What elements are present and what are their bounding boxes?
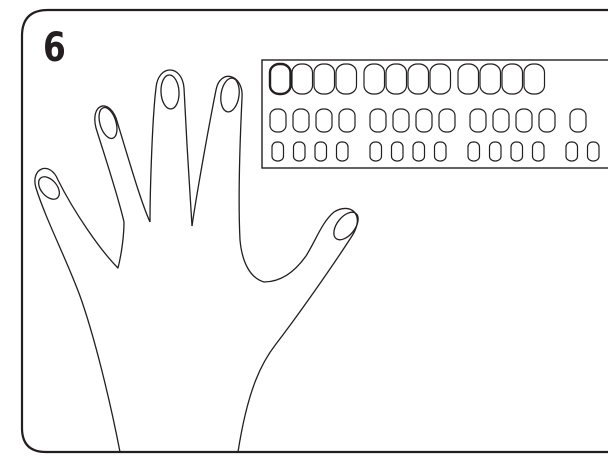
nail-tip-large-1 (270, 64, 291, 94)
nail-tip-small-2 (294, 142, 306, 161)
nail-tip-medium-7 (416, 109, 432, 132)
nail-tip-medium-13 (570, 109, 586, 132)
nail-rows (270, 64, 599, 161)
panel-border (22, 10, 608, 452)
nail-tip-small-13 (566, 142, 578, 161)
nail-tip-large-8 (430, 64, 451, 94)
nail-tip-large-10 (480, 64, 501, 94)
nail-tip-small-8 (435, 142, 447, 161)
nail-tip-medium-2 (293, 109, 309, 132)
nail-tip-large-2 (292, 64, 313, 94)
nail-tip-medium-4 (339, 109, 355, 132)
hand-icon (35, 70, 363, 452)
nail-tip-small-4 (337, 142, 349, 161)
nail-tip-large-9 (458, 64, 479, 94)
nail-tip-small-7 (413, 142, 425, 161)
nail-tip-medium-6 (393, 109, 409, 132)
nail-tip-large-7 (408, 64, 429, 94)
nail-tip-large-3 (314, 64, 335, 94)
nail-tip-medium-12 (539, 109, 555, 132)
nail-tip-medium-1 (270, 109, 286, 132)
nail-tip-small-3 (315, 142, 327, 161)
nail-tip-small-14 (588, 142, 600, 161)
nail-tip-small-12 (533, 142, 545, 161)
nail-tip-small-9 (468, 142, 480, 161)
nail-tip-small-1 (272, 142, 284, 161)
nail-tip-small-6 (392, 142, 404, 161)
nail-tip-large-5 (364, 64, 385, 94)
step-number: 6 (43, 28, 66, 68)
nail-tip-large-4 (336, 64, 357, 94)
nail-tip-medium-10 (493, 109, 509, 132)
nail-tray (262, 60, 608, 168)
nail-tip-medium-11 (516, 109, 532, 132)
nail-tip-large-6 (386, 64, 407, 94)
nail-tip-large-11 (502, 64, 523, 94)
nail-tip-medium-8 (439, 109, 455, 132)
nail-tip-medium-5 (370, 109, 386, 132)
nail-tip-small-10 (490, 142, 502, 161)
nail-tip-small-5 (370, 142, 382, 161)
nail-tip-small-11 (511, 142, 523, 161)
nail-tip-medium-9 (470, 109, 486, 132)
nail-tip-medium-3 (316, 109, 332, 132)
nail-tip-large-12 (524, 64, 545, 94)
